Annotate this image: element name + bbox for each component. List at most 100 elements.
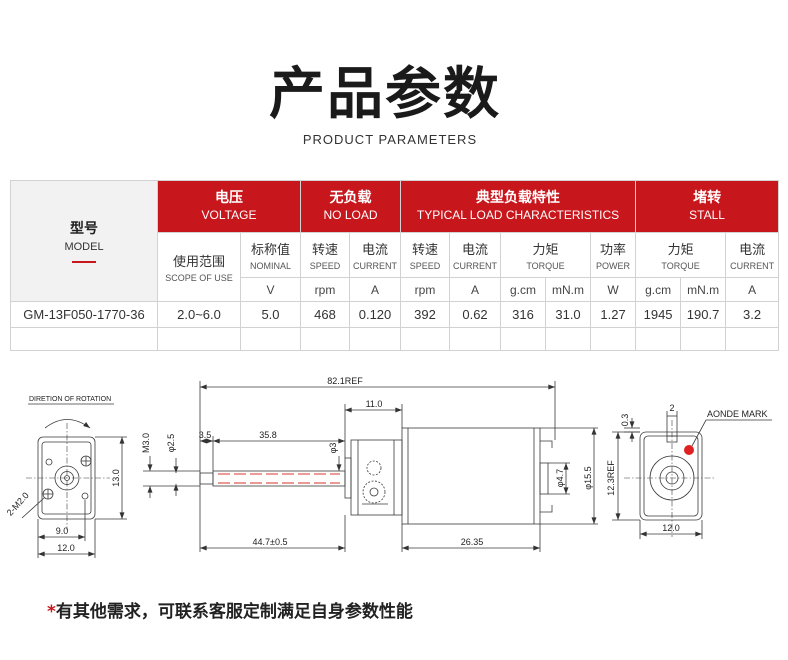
value-cell: 1945 <box>635 301 682 328</box>
subheader-load-speed: 转速 SPEED <box>400 232 451 278</box>
subheader-scope: 使用范围 SCOPE OF USE <box>157 232 241 302</box>
sub-header-row: 使用范围 SCOPE OF USE 标称值 NOMINAL 转速 SPEED 电… <box>11 232 780 302</box>
rotation-arrow-icon <box>44 419 91 429</box>
shaft-diameter-dim: φ2.5 <box>166 434 176 452</box>
group-no-load-en: NO LOAD <box>323 208 378 222</box>
subheader-cn: 标称值 <box>250 243 290 258</box>
subheader-cn: 功率 <box>600 243 627 258</box>
subheader-en: NOMINAL <box>249 261 291 271</box>
subheader-stall-current: 电流 CURRENT <box>725 232 780 278</box>
value-cell: 1.27 <box>590 301 637 328</box>
group-header-row: 型号 MODEL 电压 VOLTAGE 无负载 NO LOAD 典型负载特性 T… <box>10 180 780 302</box>
subheader-en: SCOPE OF USE <box>165 273 233 283</box>
unit-cell: V <box>240 277 301 302</box>
unit-cell: mN.m <box>680 277 727 302</box>
group-typical-load-en: TYPICAL LOAD CHARACTERISTICS <box>416 208 620 222</box>
group-typical-load: 典型负载特性 TYPICAL LOAD CHARACTERISTICS <box>400 180 637 233</box>
empty-cell <box>300 327 350 351</box>
motor-technical-drawing: DIRETION OF ROTATION 2-M2.0 13.0 9.0 12.… <box>5 376 772 558</box>
model-cell: GM-13F050-1770-36 <box>10 301 158 328</box>
group-voltage-cn: 电压 <box>215 190 243 206</box>
subheader-load-torque: 力矩 TORQUE <box>500 232 592 278</box>
model-header-en: MODEL <box>64 240 104 253</box>
right-end-view: 2 0.3 AONDE MARK 12.3REF 12.0 <box>606 403 772 539</box>
unit-cell: rpm <box>300 277 350 302</box>
value-cell: 0.62 <box>449 301 502 328</box>
page-title: 产品参数 <box>269 62 501 127</box>
empty-cell <box>725 327 780 351</box>
left-width-dim: 12.0 <box>57 543 75 553</box>
unit-cell: A <box>348 277 402 302</box>
group-stall-cn: 堵转 <box>693 190 722 206</box>
value-cell: 5.0 <box>240 301 301 328</box>
subheader-cn: 转速 <box>412 243 439 258</box>
group-voltage-en: VOLTAGE <box>201 208 257 222</box>
empty-cell <box>10 327 158 351</box>
subheader-nominal: 标称值 NOMINAL <box>240 232 301 278</box>
empty-cell <box>545 327 592 351</box>
subheader-cn: 使用范围 <box>172 255 225 270</box>
page-subtitle: PRODUCT PARAMETERS <box>302 132 478 147</box>
rotation-direction-label: DIRETION OF ROTATION <box>29 396 111 403</box>
subheader-load-power: 功率 POWER <box>590 232 637 278</box>
shaft-step-dim: 3.5 <box>199 430 212 440</box>
value-cell: 31.0 <box>545 301 592 328</box>
units-row: V rpm A rpm A g.cm mN.m W g.cm mN.m A <box>11 277 780 302</box>
model-header-cn: 型号 <box>70 220 98 237</box>
unit-cell: A <box>725 277 780 302</box>
subheader-cn: 力矩 <box>532 243 559 258</box>
group-no-load-cn: 无负载 <box>329 190 372 206</box>
note-asterisk: * <box>47 602 56 622</box>
empty-row <box>10 327 780 351</box>
unit-cell: W <box>590 277 637 302</box>
subheader-en: CURRENT <box>730 261 775 271</box>
motor-body <box>401 427 541 525</box>
group-stall: 堵转 STALL <box>635 180 780 233</box>
right-height-dim: 12.3REF <box>606 460 616 496</box>
shaft-diameter2-dim: φ3 <box>328 443 338 454</box>
unit-cell: rpm <box>400 277 451 302</box>
unit-cell: mN.m <box>545 277 592 302</box>
offset-dim: 0.3 <box>620 414 630 427</box>
subheader-en: TORQUE <box>661 261 700 271</box>
subheader-stall-torque: 力矩 TORQUE <box>635 232 727 278</box>
left-end-view: DIRETION OF ROTATION 2-M2.0 13.0 9.0 12.… <box>5 396 127 558</box>
subheader-cn: 电流 <box>362 243 389 258</box>
output-shaft <box>212 470 346 487</box>
subheader-en: SPEED <box>309 261 341 271</box>
group-stall-en: STALL <box>689 208 725 222</box>
empty-cell <box>449 327 502 351</box>
subheader-noload-current: 电流 CURRENT <box>348 232 402 278</box>
anode-mark-label: AONDE MARK <box>707 409 768 419</box>
gearbox-end-outline <box>37 436 96 520</box>
empty-cell <box>240 327 301 351</box>
model-header-cell: 型号 MODEL <box>10 180 158 302</box>
shaft-length-dim: 35.8 <box>259 430 277 440</box>
empty-cell <box>500 327 547 351</box>
right-width-dim: 12.0 <box>662 523 680 533</box>
empty-cell <box>635 327 682 351</box>
boss-diameter-dim: φ4.7 <box>555 469 565 487</box>
empty-cell <box>348 327 402 351</box>
group-voltage: 电压 VOLTAGE <box>157 180 301 233</box>
empty-cell <box>157 327 241 351</box>
subheader-noload-speed: 转速 SPEED <box>300 232 350 278</box>
terminal-top <box>540 440 553 448</box>
value-cell: 2.0~6.0 <box>157 301 241 328</box>
side-view: 82.1REF 11.0 3.5 35.8 M3.0 φ2.5 φ3 <box>141 376 598 552</box>
anode-mark-dot-icon <box>684 445 694 455</box>
note-text: 有其他需求，可联系客服定制满足自身参数性能 <box>55 602 413 622</box>
unit-cell: A <box>449 277 502 302</box>
custom-requirements-note: *有其他需求，可联系客服定制满足自身参数性能 <box>47 601 413 623</box>
body-diameter-dim: φ15.5 <box>583 466 593 489</box>
subheader-cn: 电流 <box>739 243 766 258</box>
subheader-en: POWER <box>596 261 631 271</box>
output-shaft-tip <box>199 472 214 485</box>
total-length-dim: 82.1REF <box>327 376 363 386</box>
unit-cell: g.cm <box>635 277 682 302</box>
mark-width-dim: 2 <box>669 403 674 413</box>
motor-rear-boss <box>539 462 549 495</box>
subheader-en: TORQUE <box>526 261 565 271</box>
motor-length-dim: 26.35 <box>461 537 484 547</box>
value-cell: 316 <box>500 301 547 328</box>
